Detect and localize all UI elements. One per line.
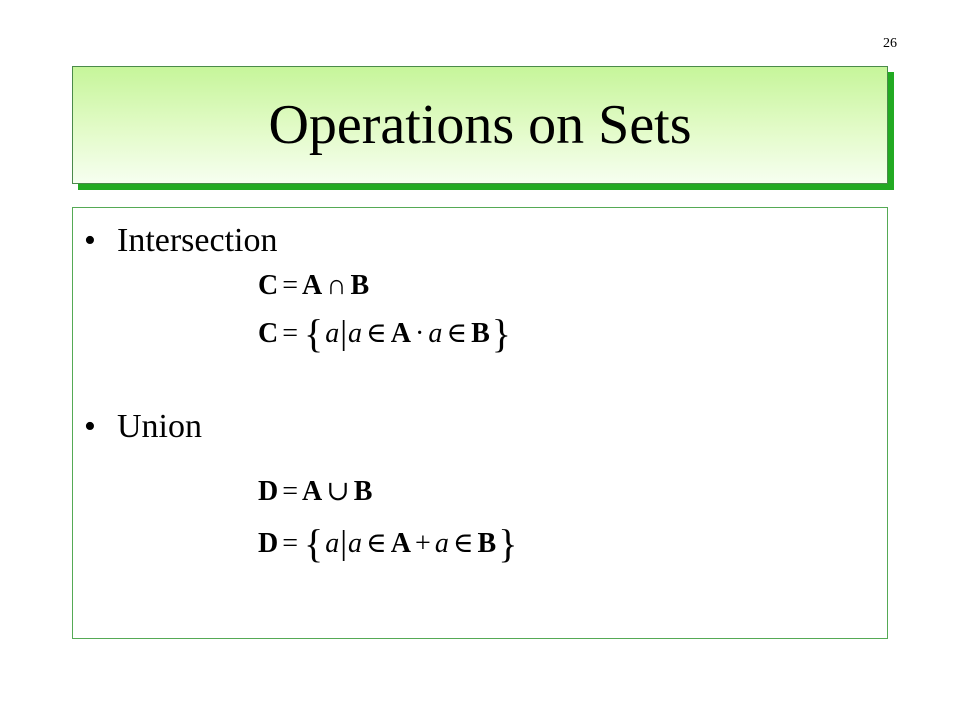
and-dot-icon: · (415, 318, 425, 349)
element-var: a (348, 528, 363, 559)
close-brace: } (491, 311, 511, 356)
formula-union-builder: D = { a | a ∈ A + a ∈ B } (258, 524, 519, 564)
bullet-dot-icon: • (84, 408, 96, 445)
slide-title: Operations on Sets (268, 94, 692, 156)
formula-set-a: A (302, 476, 323, 507)
element-var: a (348, 318, 363, 349)
title-box: Operations on Sets (72, 66, 888, 184)
element-of-icon: ∈ (366, 318, 387, 349)
element-of-icon: ∈ (366, 528, 387, 559)
intersection-icon: ∩ (326, 270, 347, 301)
formula-equals: = (282, 476, 299, 507)
formula-set-b: B (350, 270, 370, 301)
formula-intersection-builder: C = { a | a ∈ A · a ∈ B } (258, 314, 513, 354)
formula-set-b: B (353, 476, 373, 507)
open-brace: { (304, 311, 324, 356)
formula-set-a: A (390, 318, 412, 349)
union-icon: ∪ (326, 476, 350, 507)
formula-set-b: B (471, 318, 490, 349)
element-var: a (325, 528, 340, 559)
bullet-label: Intersection (117, 222, 278, 259)
formula-lhs: C (258, 270, 279, 301)
close-brace: } (498, 521, 518, 566)
formula-lhs: C (258, 318, 279, 349)
content-box (72, 207, 888, 639)
such-that-bar: | (340, 315, 348, 352)
formula-equals: = (282, 528, 299, 559)
formula-lhs: D (258, 476, 279, 507)
formula-equals: = (282, 270, 299, 301)
plus-icon: + (415, 528, 431, 559)
formula-intersection-symbolic: C = A ∩ B (258, 272, 369, 300)
bullet-union: • Union (84, 410, 202, 444)
formula-equals: = (282, 318, 299, 349)
element-of-icon: ∈ (452, 528, 474, 559)
open-brace: { (304, 521, 324, 566)
formula-set-a: A (390, 528, 412, 559)
formula-union-symbolic: D = A ∪ B (258, 478, 372, 506)
element-var: a (434, 528, 449, 559)
bullet-label: Union (117, 408, 202, 445)
formula-set-b: B (477, 528, 497, 559)
element-var: a (325, 318, 340, 349)
page-number: 26 (883, 36, 897, 51)
element-var: a (428, 318, 443, 349)
formula-set-a: A (302, 270, 323, 301)
such-that-bar: | (340, 525, 348, 562)
bullet-intersection: • Intersection (84, 224, 278, 258)
formula-lhs: D (258, 528, 279, 559)
bullet-dot-icon: • (84, 222, 96, 259)
element-of-icon: ∈ (446, 318, 468, 349)
